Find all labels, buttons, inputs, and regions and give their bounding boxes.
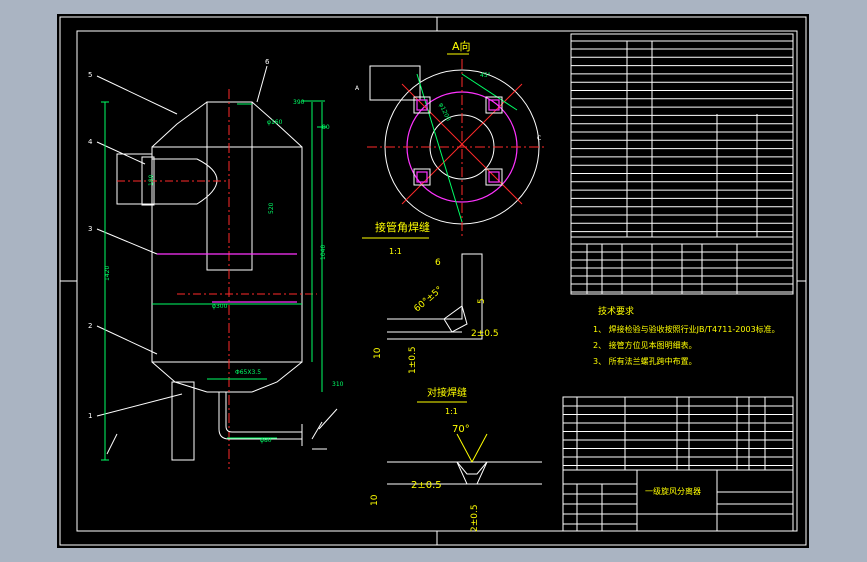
tech-req-item: 1、 焊接检验与验收按照行业JB/T4711-2003标准。 (593, 324, 780, 334)
part-number: 1 (88, 412, 92, 420)
part-number-labels: 5 4 3 2 1 6 (88, 58, 270, 420)
part-number: 2 (88, 322, 92, 330)
part-number: 6 (265, 58, 270, 66)
cad-drawing-canvas: 390 φ160 80 φ300 Φ65X3.5 φ80 1420 520 10… (57, 14, 809, 548)
technical-requirements: 技术要求 1、 焊接检验与验收按照行业JB/T4711-2003标准。 2、 接… (593, 305, 780, 366)
weld-dim-angle: 60°±5° (413, 285, 445, 314)
svg-text:180: 180 (148, 174, 155, 186)
svg-text:520: 520 (268, 202, 275, 214)
drawing-svg: 390 φ160 80 φ300 Φ65X3.5 φ80 1420 520 10… (59, 16, 807, 546)
weld-dim-root2: 2±0.5 (470, 504, 480, 532)
svg-text:φ1200: φ1200 (437, 102, 452, 123)
svg-text:1420: 1420 (104, 266, 111, 281)
part-number: 5 (88, 71, 92, 79)
title-block: 一级旋风分离器 (562, 469, 794, 532)
svg-text:310: 310 (332, 381, 344, 388)
svg-text:45°: 45° (480, 72, 491, 79)
tech-req-title: 技术要求 (598, 305, 634, 317)
svg-text:5: 5 (477, 298, 487, 304)
weld-detail-scale: 1:1 (389, 247, 402, 256)
weld-dim-top: 6 (435, 258, 441, 268)
weld-detail-fillet: 接管角焊缝 1:1 6 60°±5° 2±0.5 10 1±0.5 5 (362, 220, 499, 374)
technical-data-table (570, 33, 794, 295)
svg-text:φ300: φ300 (212, 303, 228, 310)
cyclone-cylinder (151, 146, 303, 363)
tech-req-item: 3、 所有法兰螺孔跨中布置。 (593, 356, 697, 366)
dimension-lines: 390 φ160 80 φ300 Φ65X3.5 φ80 1420 520 10… (101, 99, 344, 461)
inlet-duct (116, 153, 153, 205)
view-label-c: C (537, 135, 541, 142)
view-a-title: A向 (452, 39, 471, 53)
weld-dim-gap2: 2±0.5 (411, 480, 442, 491)
parts-list (562, 396, 794, 471)
weld-detail-title: 接管角焊缝 (375, 220, 430, 234)
view-label-a: A (355, 85, 360, 92)
svg-text:390: 390 (293, 99, 305, 106)
cyclone-elevation-view (96, 65, 338, 469)
part-number: 3 (88, 225, 92, 233)
part-number: 4 (88, 138, 93, 146)
parts-row-lines (563, 405, 793, 466)
weld-detail-butt: 对接焊缝 1:1 70° 2±0.5 10 2±0.5 (370, 386, 542, 532)
svg-text:Φ65X3.5: Φ65X3.5 (235, 369, 261, 376)
weld-dim-angle2: 70° (452, 424, 470, 435)
svg-text:1040: 1040 (320, 245, 327, 260)
weld-dim-gap: 1±0.5 (408, 346, 418, 374)
svg-text:φ160: φ160 (267, 119, 283, 126)
view-a-top-view: A向 A C φ1200 45° (355, 39, 547, 236)
dust-outlet-pipe (171, 381, 195, 461)
butt-weld-title: 对接焊缝 (427, 386, 467, 399)
svg-text:φ80: φ80 (260, 437, 272, 444)
weld-dim-root: 2±0.5 (471, 329, 499, 339)
tech-req-item: 2、 接管方位见本图明细表。 (593, 340, 697, 350)
weld-dim-height2: 10 (370, 494, 380, 506)
svg-text:80: 80 (322, 124, 330, 131)
weld-dim-height: 10 (373, 347, 383, 359)
table-row-lines (571, 48, 793, 293)
drawing-name: 一级旋风分离器 (645, 486, 701, 496)
butt-weld-scale: 1:1 (445, 407, 458, 416)
